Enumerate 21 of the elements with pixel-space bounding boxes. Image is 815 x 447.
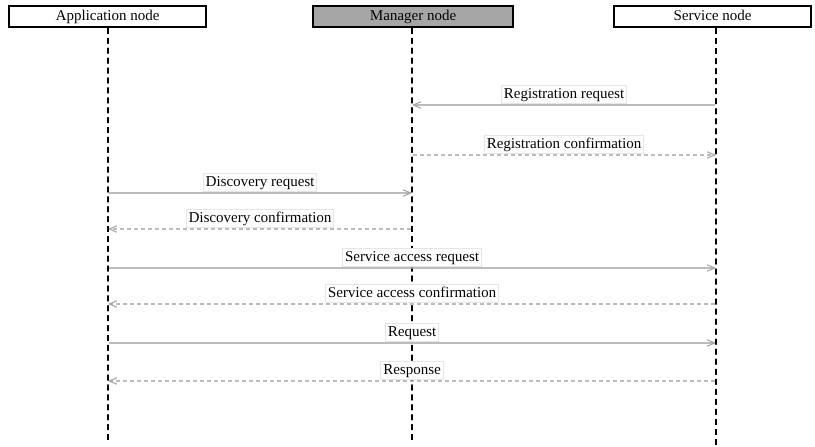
message-arrow <box>109 264 716 272</box>
edge-label: Response <box>380 361 444 380</box>
edge-label: Discovery confirmation <box>186 209 334 228</box>
edge-label: Registration request <box>500 85 628 104</box>
message-arrow <box>413 151 716 159</box>
lifeline <box>715 28 717 445</box>
edge-label: Service access confirmation <box>324 284 500 303</box>
lifeline-header: Application node <box>8 5 207 28</box>
message-arrow <box>108 377 715 385</box>
message-arrow <box>109 339 716 347</box>
message-arrow <box>108 225 411 233</box>
edge-label: Discovery request <box>202 173 318 192</box>
message-arrow <box>108 300 715 308</box>
message-arrow <box>109 189 412 197</box>
lifeline-header: Service node <box>613 5 812 28</box>
edge-label: Registration confirmation <box>484 135 644 154</box>
lifeline <box>107 28 109 440</box>
lifeline-header: Manager node <box>312 5 514 28</box>
edge-label: Request <box>384 323 440 342</box>
edge-label: Service access request <box>342 248 482 267</box>
message-arrow <box>412 101 715 109</box>
